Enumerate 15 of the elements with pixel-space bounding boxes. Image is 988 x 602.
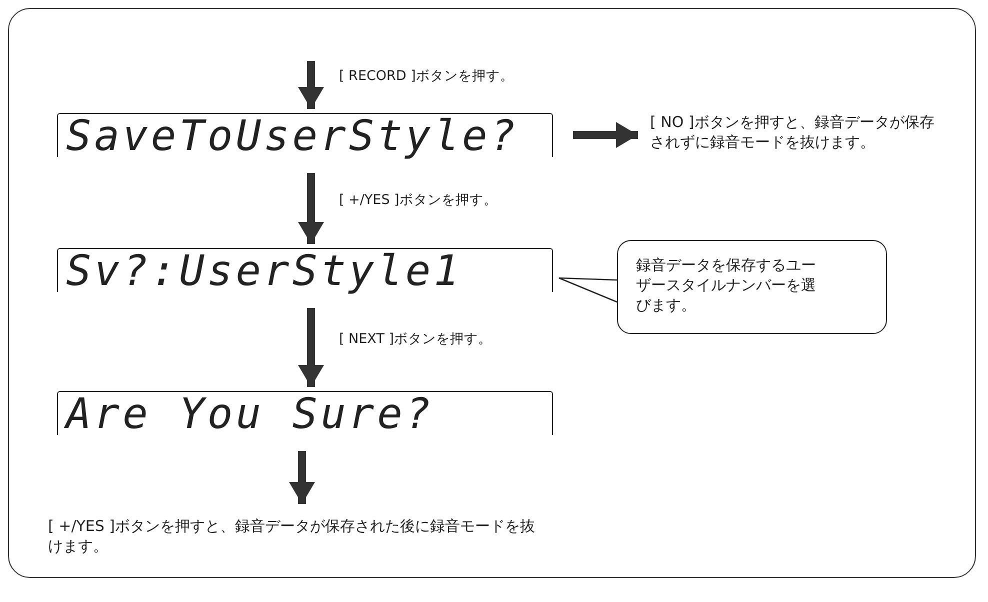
arrow [298, 173, 324, 244]
edge-label: [ NEXT ]ボタンを押す。 [339, 330, 492, 348]
lcd-display: SaveToUserStyle? [57, 113, 553, 157]
note-text: [ +/YES ]ボタンを押すと、録音データが保存された後に録音モードを抜けます。 [48, 516, 538, 556]
callout-box: 録音データを保存するユーザースタイルナンバーを選びます。 [617, 240, 887, 334]
arrow [298, 61, 324, 109]
lcd-display: Sv?:UserStyle1 [57, 248, 553, 292]
callout-pointer [558, 277, 618, 303]
arrow [298, 308, 324, 387]
lcd-display: Are You Sure? [57, 391, 553, 435]
edge-label: [ RECORD ]ボタンを押す。 [339, 67, 514, 85]
note-text: [ NO ]ボタンを押すと、録音データが保存されずに録音モードを抜けます。 [650, 112, 942, 152]
arrow [573, 122, 638, 148]
arrow [289, 451, 315, 504]
edge-label: [ +/YES ]ボタンを押す。 [339, 190, 498, 208]
